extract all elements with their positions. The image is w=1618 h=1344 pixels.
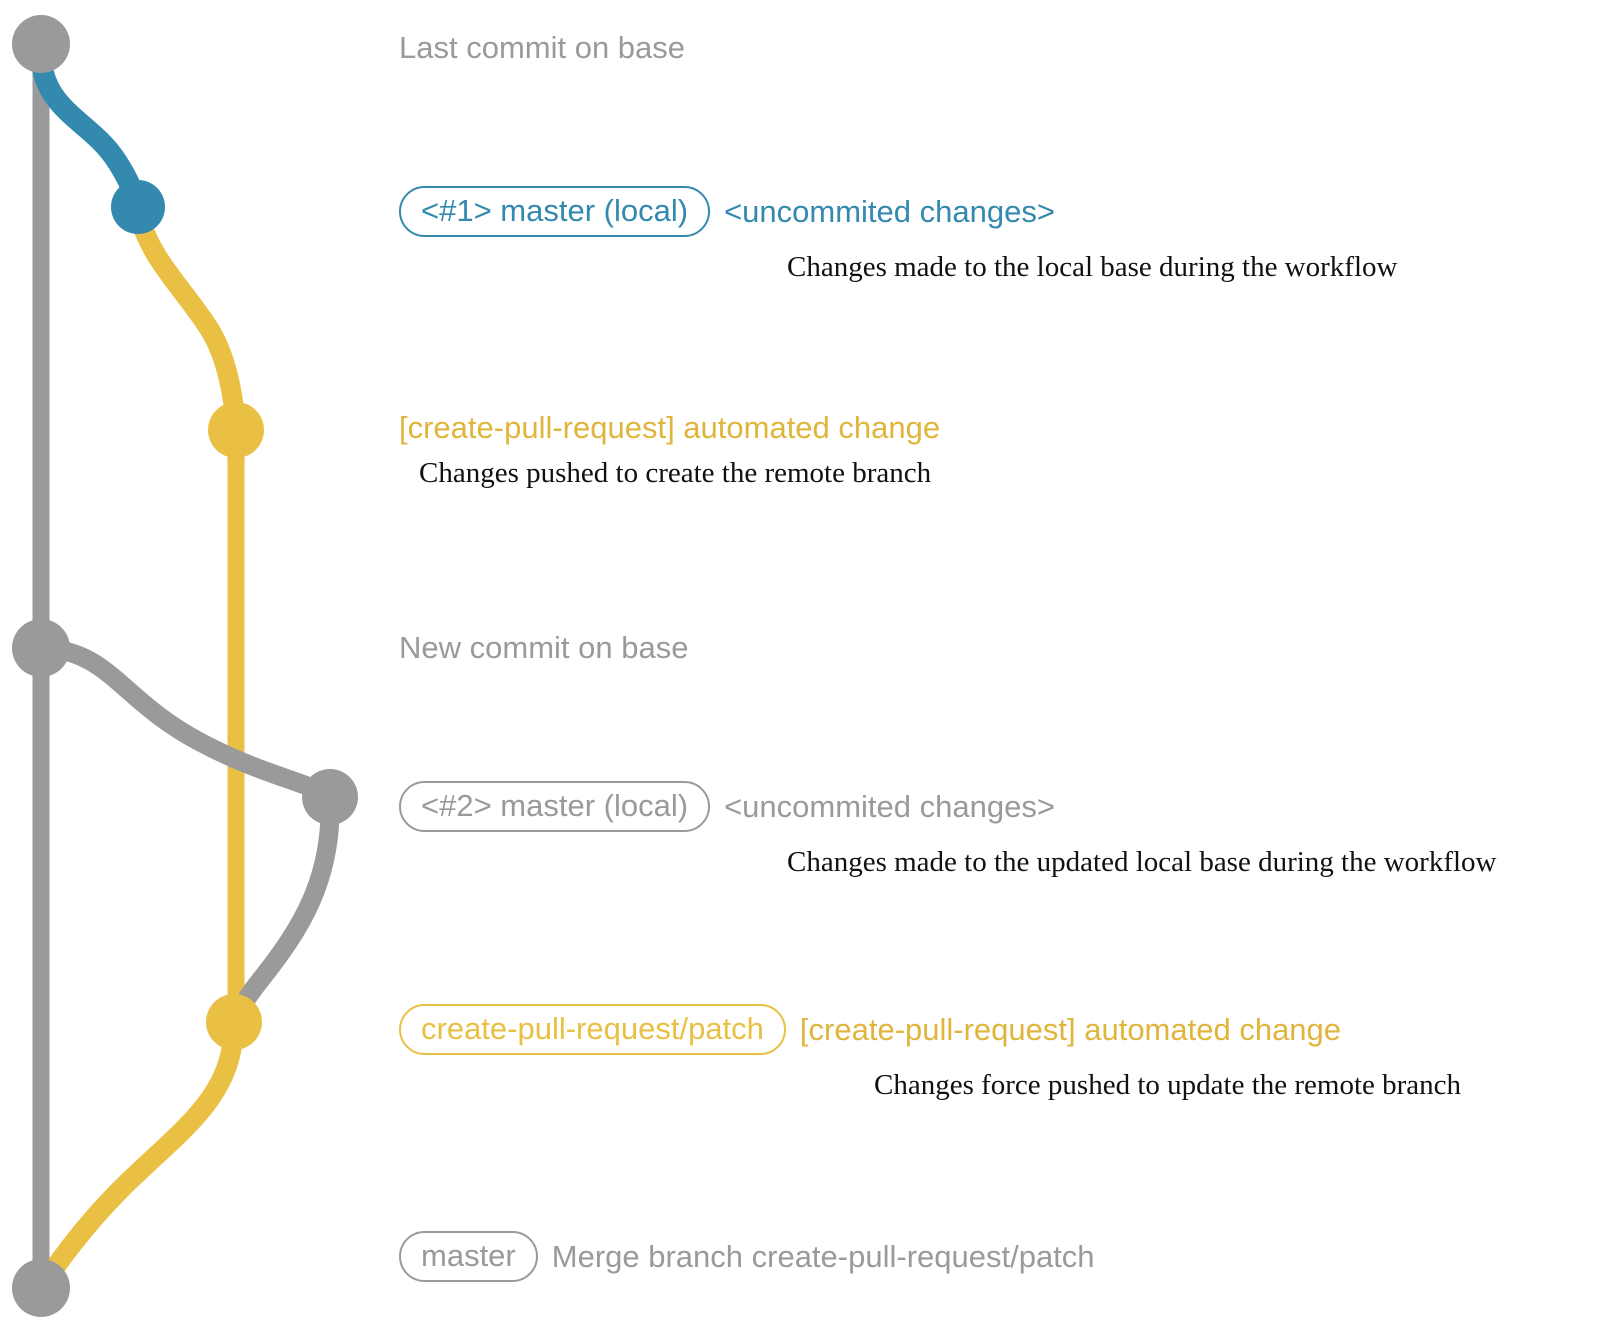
commit-message-local-master-1: <uncommited changes> [724, 194, 1055, 229]
row-automated-change-1: [create-pull-request] automated change C… [399, 412, 940, 488]
row-last-commit-on-base: Last commit on base [399, 32, 685, 63]
gray-local-branch-line-2 [31, 638, 340, 807]
commit-message-automated-change-1: [create-pull-request] automated change [399, 410, 941, 445]
row-main: create-pull-request/patch [create-pull-r… [399, 1004, 1461, 1055]
yellow-push-line-1 [128, 202, 246, 440]
commit-node-remote-commit-1 [208, 402, 264, 458]
row-main: New commit on base [399, 632, 688, 663]
git-graph [12, 15, 358, 1317]
note-local-master-2: Changes made to the updated local base d… [787, 846, 1497, 878]
row-main: master Merge branch create-pull-request/… [399, 1231, 1095, 1282]
badge-local-master-2[interactable]: <#2> master (local) [399, 781, 711, 832]
commit-node-merge [12, 1259, 70, 1317]
row-merge-commit: master Merge branch create-pull-request/… [399, 1231, 1095, 1282]
row-local-master-1: <#1> master (local) <uncommited changes>… [399, 186, 1397, 282]
note-local-master-1: Changes made to the local base during th… [787, 251, 1398, 283]
commit-message-local-master-2: <uncommited changes> [724, 789, 1055, 824]
note-automated-change-2: Changes force pushed to update the remot… [874, 1069, 1462, 1101]
yellow-merge-line [31, 1016, 244, 1298]
row-main: Last commit on base [399, 32, 685, 63]
row-new-commit-on-base: New commit on base [399, 632, 688, 663]
heading-last-commit-on-base: Last commit on base [399, 30, 686, 65]
heading-new-commit-on-base: New commit on base [399, 630, 689, 665]
commit-node-base-top [12, 15, 70, 73]
row-main: <#1> master (local) <uncommited changes> [399, 186, 1397, 237]
commit-node-local-change-1 [111, 180, 165, 234]
commit-message-automated-change-2: [create-pull-request] automated change [799, 1012, 1342, 1047]
badge-create-pull-request-patch[interactable]: create-pull-request/patch [399, 1004, 786, 1055]
badge-master[interactable]: master [399, 1231, 538, 1282]
commit-message-merge: Merge branch create-pull-request/patch [551, 1239, 1095, 1274]
commit-node-local-change-2 [302, 769, 358, 825]
row-main: [create-pull-request] automated change [399, 412, 940, 443]
commit-node-remote-commit-2 [206, 994, 262, 1050]
row-main: <#2> master (local) <uncommited changes> [399, 781, 1497, 832]
commit-node-base-new-commit [12, 619, 70, 677]
badge-local-master-1[interactable]: <#1> master (local) [399, 186, 711, 237]
note-automated-change-1: Changes pushed to create the remote bran… [419, 457, 932, 489]
row-local-master-2: <#2> master (local) <uncommited changes>… [399, 781, 1497, 877]
row-automated-change-2: create-pull-request/patch [create-pull-r… [399, 1004, 1461, 1100]
